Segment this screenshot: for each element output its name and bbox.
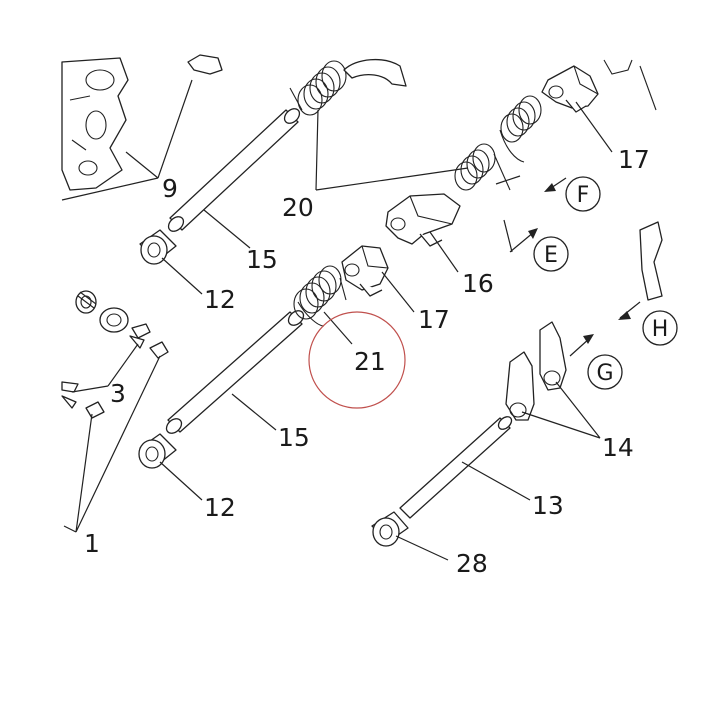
view-letter-e-text: E [544,243,558,268]
callout-9: 9 [162,174,178,203]
callout-17-upper: 17 [618,145,650,174]
right-edge-parts [603,59,663,301]
spring-21 [293,265,347,327]
callout-28: 28 [456,549,488,578]
lever-17-lower [341,245,389,297]
plug-12-upper [139,229,177,265]
callout-20: 20 [282,193,314,222]
lever-17-upper [541,65,599,113]
callout-16: 16 [462,269,494,298]
highlight-circle [308,311,406,409]
forks-14 [505,321,567,421]
callout-1: 1 [84,529,100,558]
lever-16 [385,193,461,247]
plug-12-lower [138,433,177,469]
shaft-13 [399,416,513,519]
shaft-15-upper [167,108,301,232]
direction-arrows [495,175,641,357]
casting-top-left [61,54,223,191]
shaft-15-lower [165,310,305,434]
view-letter-g-text: G [596,361,613,386]
spring-20-middle [454,143,511,191]
leader-lines [61,79,613,561]
view-letter-h: H [642,310,678,346]
spring-20-upper [289,59,407,116]
spring-upper-right [499,95,542,163]
callout-17-lower: 17 [418,305,450,334]
view-letter-g: G [587,354,623,390]
callout-13: 13 [532,491,564,520]
plug-28 [371,511,409,547]
callout-12-lower: 12 [204,493,236,522]
callout-14: 14 [602,433,634,462]
callout-3: 3 [110,379,126,408]
callout-15-upper: 15 [246,245,278,274]
callout-labels: 9 20 15 12 17 16 17 21 3 15 14 12 13 1 2… [84,145,650,578]
callout-15-lower: 15 [278,423,310,452]
callout-12-upper: 12 [204,285,236,314]
small-parts-left [61,290,169,419]
view-letter-e: E [533,236,569,272]
view-letter-f: F [565,176,601,212]
view-letter-f-text: F [577,183,590,208]
callout-21: 21 [354,347,386,376]
view-letter-h-text: H [652,317,669,342]
